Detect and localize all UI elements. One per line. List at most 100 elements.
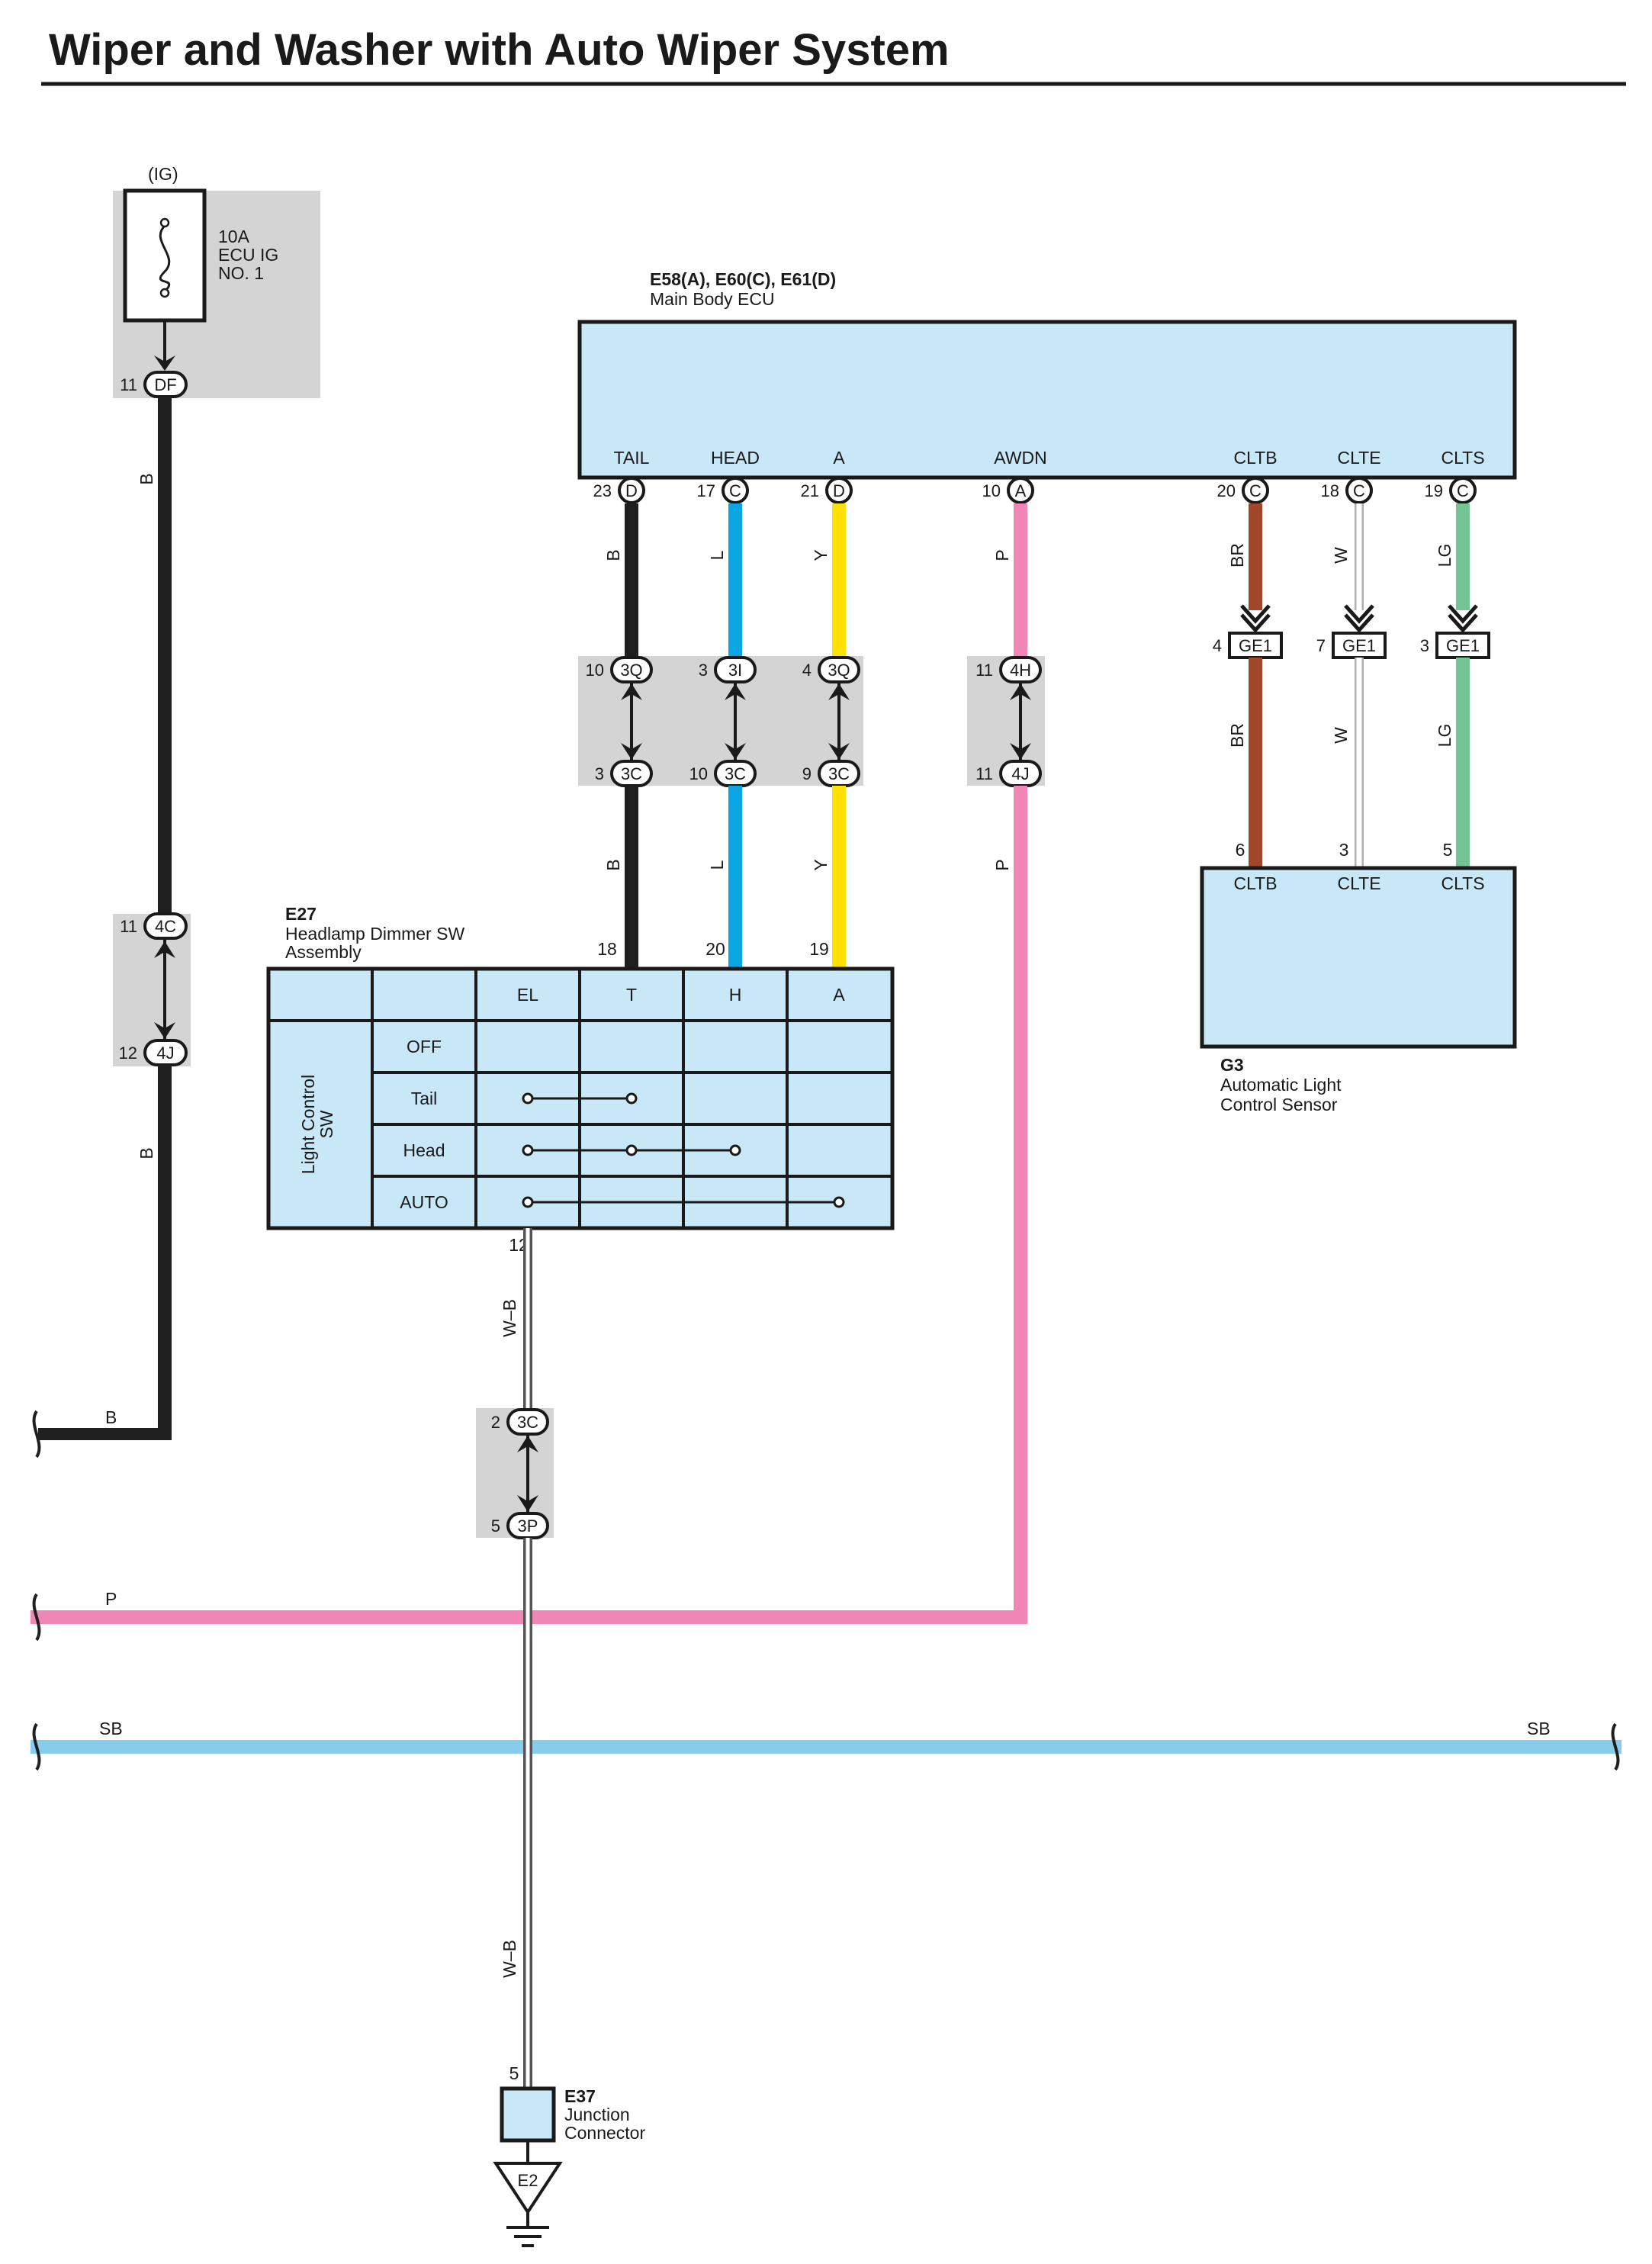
arrow-down-icon xyxy=(1010,743,1031,760)
ecu-lower-wires: B L Y 18 20 19 xyxy=(597,786,846,967)
wire-b-label-top: B xyxy=(137,473,156,484)
wire-label-wb-lower: W–B xyxy=(500,1940,519,1978)
arrow-up-icon xyxy=(828,683,850,700)
wire-label-l-lower: L xyxy=(707,860,727,870)
arrow-up-icon xyxy=(1010,683,1031,700)
arrow-up-icon xyxy=(725,683,746,700)
connector-4h xyxy=(999,656,1042,683)
arrow-up-icon xyxy=(621,683,642,700)
auto-light-sensor: CLTB CLTE CLTS G3 Automatic Light Contro… xyxy=(1200,866,1517,1114)
connector-3i-head-pin: 3 xyxy=(699,661,708,680)
fuse-ig-label: (IG) xyxy=(148,164,178,184)
chevron-down-icon xyxy=(1240,604,1271,624)
main-ecu-name: Main Body ECU xyxy=(650,289,775,309)
ecu-pin-cltb-conn: C xyxy=(1249,481,1261,500)
connector-4h-label: 4H xyxy=(1010,661,1031,680)
junction-connector-box xyxy=(500,2086,556,2143)
connector-ge1-cltb-pin: 4 xyxy=(1213,636,1222,655)
main-body-ecu: E58(A), E60(C), E61(D) Main Body ECU xyxy=(577,269,1517,480)
sensor-terminal-clts: CLTS xyxy=(1441,873,1484,893)
sensor-pin-clts: 5 xyxy=(1443,840,1453,860)
connector-ge1-clts-label: GE1 xyxy=(1446,636,1480,655)
bus-b-label: B xyxy=(105,1407,117,1427)
ecu-upper-wires: B L Y P xyxy=(603,503,1027,656)
sensor-terminal-clte: CLTE xyxy=(1337,873,1380,893)
connector-3c-ground-pin: 2 xyxy=(491,1413,500,1432)
ecu-terminal-tail: TAIL xyxy=(614,448,650,468)
ecu-pin-cltb-num: 20 xyxy=(1217,481,1236,500)
dimmer-row-auto: AUTO xyxy=(400,1192,448,1212)
ecu-terminal-head: HEAD xyxy=(711,448,760,468)
clt-wires: BR W LG GE1 4 GE1 7 GE1 3 BR W LG 6 3 5 xyxy=(1213,503,1490,868)
dimmer-side-label-2: SW xyxy=(317,1110,336,1138)
connector-3q-a-label: 3Q xyxy=(828,661,850,680)
ecu-pin-awdn-conn: A xyxy=(1015,481,1027,500)
connector-3q-tail xyxy=(610,656,653,683)
connector-3c-a-pin: 9 xyxy=(802,764,812,783)
bus-sb-label-right: SB xyxy=(1527,1719,1551,1738)
sensor-box xyxy=(1200,866,1517,1049)
ground-point-label: E2 xyxy=(518,2171,538,2190)
connector-ge1-clte-label: GE1 xyxy=(1342,636,1376,655)
ground-path: 12 W–B 3C 2 3P 5 W–B 5 E37 Junction Conn… xyxy=(476,1228,645,2247)
wire-label-w-upper: W xyxy=(1331,547,1351,564)
sensor-terminal-cltb: CLTB xyxy=(1233,873,1277,893)
dimmer-row-head: Head xyxy=(403,1140,445,1160)
connector-4j-label: 4J xyxy=(156,1044,174,1063)
ecu-pin-awdn xyxy=(1007,477,1034,504)
dimmer-row-tail: Tail xyxy=(411,1089,438,1108)
connector-4j-awdn-label: 4J xyxy=(1011,764,1029,783)
connector-3q-a xyxy=(818,656,860,683)
connector-df-label: DF xyxy=(154,375,176,394)
ecu-terminal-a: A xyxy=(833,448,845,468)
connector-3c-a-label: 3C xyxy=(828,764,850,783)
sensor-name-line2: Control Sensor xyxy=(1220,1095,1338,1114)
connector-3p-label: 3P xyxy=(518,1516,538,1536)
ecu-pin-head xyxy=(722,477,749,504)
chevron-down-icon xyxy=(1448,613,1478,633)
arrow-down-icon xyxy=(725,743,746,760)
wire-label-br-lower: BR xyxy=(1227,723,1247,748)
connector-3q-tail-pin: 10 xyxy=(586,661,604,680)
main-ecu-code: E58(A), E60(C), E61(D) xyxy=(650,269,836,289)
wire-label-p-lower: P xyxy=(992,859,1012,870)
wire-awdn-lower xyxy=(31,786,1027,1624)
connector-4c-label: 4C xyxy=(155,917,176,936)
connector-3c-ground-label: 3C xyxy=(517,1413,538,1432)
dimmer-pin-a: 19 xyxy=(809,939,829,959)
fuse-terminal-bottom xyxy=(159,288,170,298)
wire-label-b-upper: B xyxy=(603,549,623,561)
ecu-pin-head-conn: C xyxy=(729,481,741,500)
ecu-pin-tail-num: 23 xyxy=(593,481,612,500)
ecu-pin-tail-conn: D xyxy=(625,481,638,500)
fuse-block: (IG) 10A ECU IG NO. 1 DF 11 xyxy=(113,164,320,398)
dimmer-code: E27 xyxy=(285,904,317,924)
dimmer-col-h: H xyxy=(729,985,742,1005)
dimmer-name-line2: Assembly xyxy=(285,942,362,962)
ecu-pin-tail xyxy=(618,477,645,504)
ecu-pin-a-num: 21 xyxy=(801,481,819,500)
ecu-terminal-cltb: CLTB xyxy=(1233,448,1277,468)
dimmer-col-a: A xyxy=(833,985,845,1005)
junction-connectors: 3Q 10 3C 3 3I 3 3C 10 3Q 4 3C 9 4H 11 xyxy=(586,656,1042,787)
connector-3q-a-pin: 4 xyxy=(802,661,812,680)
wire-break-sb-left-icon xyxy=(32,1722,41,1771)
ecu-pin-head-num: 17 xyxy=(697,481,715,500)
junction-connector-pin: 5 xyxy=(509,2063,519,2083)
dimmer-pin-h: 20 xyxy=(705,939,725,959)
wire-b-label-mid: B xyxy=(137,1147,156,1159)
sensor-code: G3 xyxy=(1220,1055,1244,1075)
wire-label-y-upper: Y xyxy=(811,549,831,561)
wire-label-y-lower: Y xyxy=(811,859,831,870)
sensor-pin-clte: 3 xyxy=(1339,840,1349,860)
dimmer-grid xyxy=(268,969,892,1228)
ecu-pin-a-conn: D xyxy=(833,481,845,500)
ecu-pin-clte-num: 18 xyxy=(1321,481,1339,500)
dimmer-pin-t: 18 xyxy=(597,939,617,959)
ecu-pin-awdn-num: 10 xyxy=(982,481,1001,500)
connector-ge1-cltb-label: GE1 xyxy=(1239,636,1272,655)
arrow-up-icon xyxy=(517,1436,538,1452)
left-b-wire: B xyxy=(137,397,172,925)
headlamp-dimmer-switch: E27 Headlamp Dimmer SW Assembly EL T H A… xyxy=(266,904,895,1230)
